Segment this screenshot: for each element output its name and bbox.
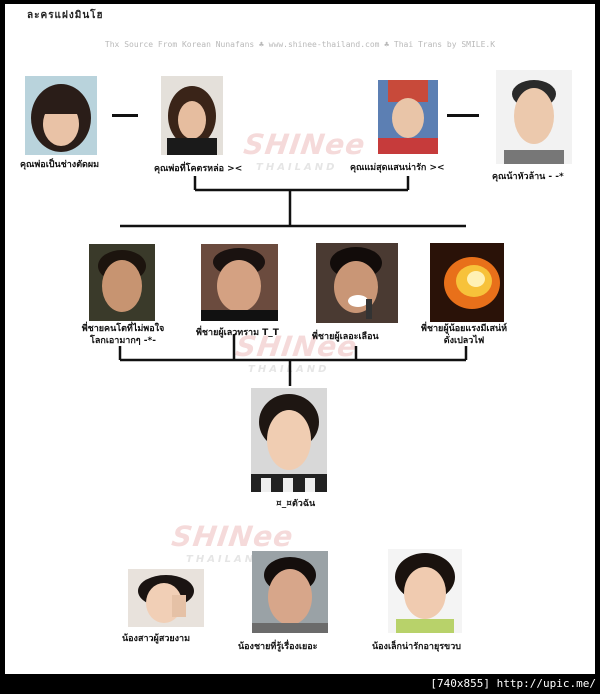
credits-line: Thx Source From Korean Nunafans ♣ www.sh… [104, 40, 496, 49]
label-self: ¤_¤ตัวฉัน [276, 499, 316, 509]
face-illustration [388, 549, 462, 633]
image-host-link[interactable]: http://upic.me/ [496, 677, 596, 690]
photo-father-handsome [161, 76, 223, 155]
face-illustration [496, 70, 572, 164]
watermark-sub-2: THAILAND [248, 364, 330, 375]
photo-brother-4-flame [430, 243, 504, 322]
face-illustration [89, 244, 155, 321]
face-illustration [252, 551, 328, 633]
label-uncle: คุณน้าหัวล้าน - -* [492, 172, 564, 182]
photo-younger-brother [252, 551, 328, 633]
face-illustration [128, 569, 204, 627]
label-youngest: น้องเล็กน่ารักอายุรขวบ [372, 642, 461, 652]
photo-sister [128, 569, 204, 627]
photo-mother [378, 80, 438, 154]
label-younger-brother: น้องชายที่รู้เรื่องเยอะ [238, 642, 318, 652]
photo-self [251, 388, 327, 492]
photo-brother-2 [201, 244, 278, 321]
label-mother: คุณแม่สุดแสนน่ารัก >< [350, 163, 445, 173]
face-illustration [25, 76, 97, 155]
label-sister: น้องสาวผู้สวยงาม [122, 634, 191, 644]
label-brother-2: พี่ชายผู้เลวทราม T_T [196, 328, 279, 338]
watermark-sub-3: THAILAND [186, 554, 268, 565]
flame-illustration [430, 243, 504, 322]
label-brother-1-line2: โลกเอามากๆ -*- [90, 336, 156, 346]
label-father-handsome: คุณพ่อที่โคตรหล่อ >< [154, 164, 243, 174]
face-illustration [201, 244, 278, 321]
face-illustration [251, 388, 327, 492]
label-brother-3: พี่ชายผู้เลอะเลือน [312, 332, 379, 342]
face-illustration [316, 243, 398, 323]
photo-father [25, 76, 97, 155]
header-note: ละครแฝงมินโฮ [27, 10, 104, 21]
image-host-footer: [740x855] http://upic.me/ [430, 676, 596, 692]
label-brother-1-line1: พี่ชายคนโตที่ไม่พอใจ [81, 324, 165, 334]
face-illustration [161, 76, 223, 155]
label-brother-4-line2: ดั่งเปลวไฟ [443, 336, 485, 346]
face-illustration [378, 80, 438, 154]
photo-brother-3 [316, 243, 398, 323]
watermark-sub-1: THAILAND [256, 162, 338, 173]
photo-brother-1 [89, 244, 155, 321]
label-father: คุณพ่อเป็นช่างตัดผม [20, 160, 100, 170]
label-brother-4-line1: พี่ชายผู้น้อยแรงมีเสน่ห์ [420, 324, 508, 334]
spouse-dash-left [112, 114, 138, 117]
spouse-dash-right [447, 114, 479, 117]
image-size-badge: [740x855] [430, 677, 491, 690]
photo-youngest [388, 549, 462, 633]
photo-uncle [496, 70, 572, 164]
